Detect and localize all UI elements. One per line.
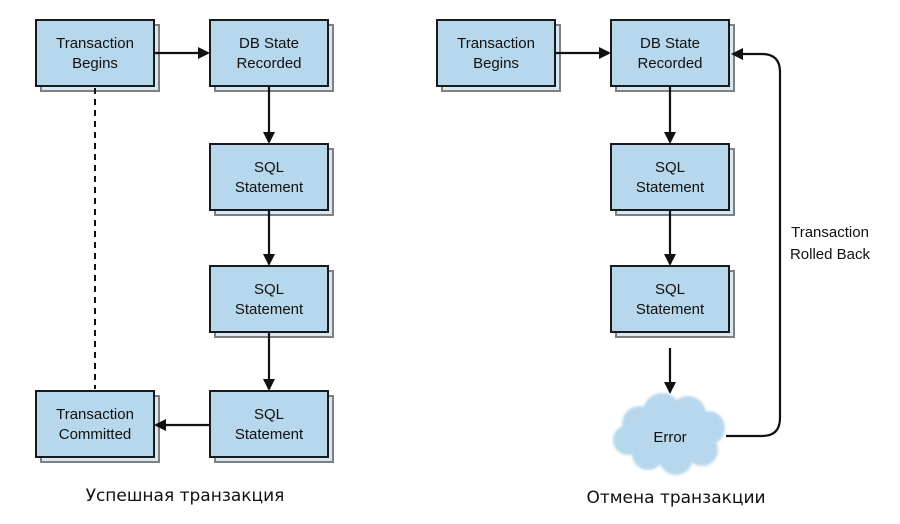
left-sql1-line1: SQL [254,159,284,176]
right-diagram: Transaction Begins DB State Recorded SQL… [436,19,871,508]
left-sql3-line1: SQL [254,406,284,423]
right-error-label: Error [653,429,686,446]
left-committed-line1: Transaction [56,406,134,423]
right-sql-statement-box-1: SQL Statement [610,143,735,216]
left-sql-statement-box-2: SQL Statement [209,265,334,338]
right-sql2-line1: SQL [655,281,685,298]
left-sql-statement-box-1: SQL Statement [209,143,334,216]
right-state-line2: Recorded [637,55,702,72]
left-caption: Успешная транзакция [86,486,285,506]
right-begins-line2: Begins [473,55,519,72]
left-transaction-committed-box: Transaction Committed [35,390,160,463]
left-transaction-begins-box: Transaction Begins [35,19,160,92]
left-state-line1: DB State [239,35,299,52]
left-begins-line2: Begins [72,55,118,72]
left-db-state-box: DB State Recorded [209,19,334,92]
left-sql2-line2: Statement [235,301,304,318]
right-rollback-label-line2: Rolled Back [790,246,871,263]
left-begins-line1: Transaction [56,35,134,52]
left-state-line2: Recorded [236,55,301,72]
right-sql1-line1: SQL [655,159,685,176]
right-transaction-begins-box: Transaction Begins [436,19,561,92]
right-state-line1: DB State [640,35,700,52]
right-db-state-box: DB State Recorded [610,19,735,92]
left-sql2-line1: SQL [254,281,284,298]
right-edge-rollback-to-state [726,48,782,438]
left-sql1-line2: Statement [235,179,304,196]
right-rollback-label-line1: Transaction [791,224,869,241]
right-error-cloud: Error [613,393,725,475]
left-sql-statement-box-3: SQL Statement [209,390,334,463]
left-diagram: Transaction Begins DB State Recorded SQL… [35,19,334,506]
left-sql3-line2: Statement [235,426,304,443]
right-sql-statement-box-2: SQL Statement [610,265,735,338]
right-caption: Отмена транзакции [586,488,765,508]
right-sql1-line2: Statement [636,179,705,196]
left-committed-line2: Committed [59,426,132,443]
right-begins-line1: Transaction [457,35,535,52]
right-sql2-line2: Statement [636,301,705,318]
